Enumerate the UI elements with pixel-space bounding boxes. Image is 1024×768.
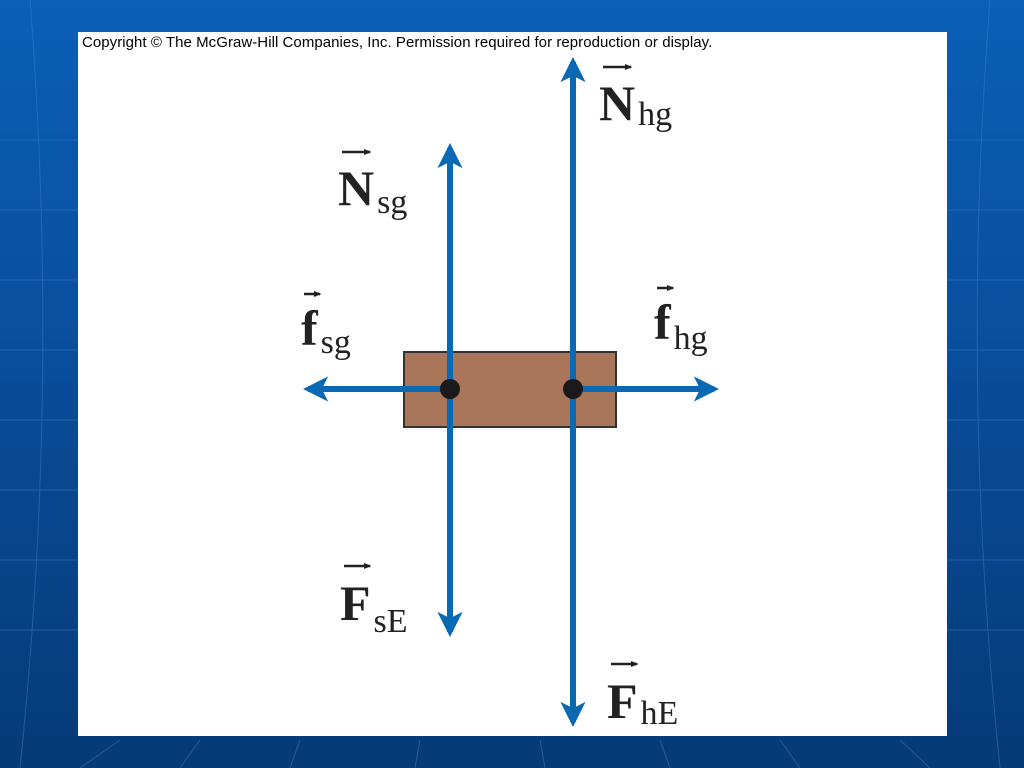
label-f-sg-base: f	[301, 300, 319, 356]
label-N-hg: Nhg	[599, 64, 672, 133]
figure-panel: Nhg Nsg fsg fhg FsE FhE Copyright © The …	[78, 32, 947, 736]
label-f-hg-base: f	[654, 294, 672, 350]
label-f-sg: fsg	[301, 291, 351, 361]
free-body-diagram: Nhg Nsg fsg fhg FsE FhE	[301, 56, 720, 732]
label-F-hE-base: F	[607, 673, 638, 729]
svg-text:fsg: fsg	[301, 300, 351, 361]
label-F-sE-base: F	[340, 575, 371, 631]
svg-text:FhE: FhE	[607, 673, 678, 732]
svg-text:fhg: fhg	[654, 294, 708, 357]
label-N-sg: Nsg	[338, 149, 407, 221]
svg-text:FsE: FsE	[340, 575, 408, 640]
label-N-sg-base: N	[338, 160, 374, 216]
svg-text:Nhg: Nhg	[599, 75, 672, 133]
label-N-sg-sub: sg	[377, 184, 407, 221]
label-N-hg-sub: hg	[638, 96, 672, 133]
label-f-hg: fhg	[654, 285, 708, 357]
label-F-hE: FhE	[607, 661, 678, 732]
label-F-hE-sub: hE	[641, 695, 679, 732]
label-f-sg-sub: sg	[321, 324, 351, 361]
label-F-sE-sub: sE	[374, 603, 408, 640]
label-N-hg-base: N	[599, 75, 635, 131]
label-f-hg-sub: hg	[674, 320, 708, 357]
application-point-h	[563, 379, 583, 399]
copyright-notice: Copyright © The McGraw-Hill Companies, I…	[82, 34, 713, 51]
label-F-sE: FsE	[340, 563, 408, 640]
svg-text:Nsg: Nsg	[338, 160, 407, 221]
application-point-s	[440, 379, 460, 399]
